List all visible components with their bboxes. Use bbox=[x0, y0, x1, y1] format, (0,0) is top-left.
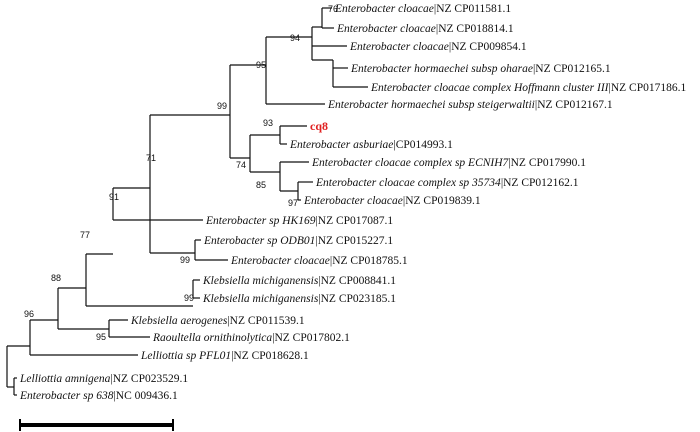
taxon-label: Enterobacter sp HK169|NZ CP017087.1 bbox=[205, 215, 393, 227]
taxon-label: Enterobacter cloacae complex sp ECNIH7|N… bbox=[311, 157, 586, 169]
bootstrap-value: 99 bbox=[184, 293, 194, 303]
tree-branches bbox=[6, 7, 368, 396]
bootstrap-value: 94 bbox=[290, 33, 300, 43]
bootstrap-value: 91 bbox=[109, 192, 119, 202]
query-sample-label: cq8 bbox=[310, 119, 328, 133]
bootstrap-value: 74 bbox=[236, 160, 246, 170]
taxon-label: Klebsiella michiganensis|NZ CP023185.1 bbox=[202, 293, 396, 305]
taxon-label: Lelliottia sp PFL01|NZ CP018628.1 bbox=[140, 350, 309, 362]
bootstrap-value: 95 bbox=[256, 60, 266, 70]
taxon-label: Raoultella ornithinolytica|NZ CP017802.1 bbox=[152, 332, 350, 344]
taxon-label: Enterobacter cloacae|NZ CP018785.1 bbox=[230, 255, 408, 267]
taxon-label: Enterobacter hormaechei subsp steigerwal… bbox=[327, 99, 613, 111]
taxon-label: Enterobacter sp ODB01|NZ CP015227.1 bbox=[203, 235, 393, 247]
taxon-label: Enterobacter hormaechei subsp oharae|NZ … bbox=[350, 63, 611, 75]
bootstrap-value: 76 bbox=[328, 4, 338, 14]
bootstrap-value: 96 bbox=[24, 309, 34, 319]
scale-bar bbox=[19, 419, 174, 431]
bootstrap-value: 88 bbox=[51, 273, 61, 283]
bootstrap-value: 77 bbox=[80, 230, 90, 240]
taxon-label: Enterobacter sp 638|NC 009436.1 bbox=[19, 390, 178, 402]
taxon-label: Klebsiella aerogenes|NZ CP011539.1 bbox=[130, 315, 305, 327]
taxon-label: Enterobacter cloacae|NZ CP011581.1 bbox=[334, 3, 511, 15]
taxon-label: Enterobacter cloacae|NZ CP018814.1 bbox=[336, 23, 514, 35]
bootstrap-value: 85 bbox=[256, 180, 266, 190]
bootstrap-value: 95 bbox=[96, 332, 106, 342]
taxon-label: Enterobacter asburiae|CP014993.1 bbox=[289, 139, 453, 151]
taxon-label: Lelliottia amnigena|NZ CP023529.1 bbox=[19, 373, 188, 385]
bootstrap-value: 93 bbox=[263, 118, 273, 128]
taxon-label: Enterobacter cloacae|NZ CP019839.1 bbox=[303, 195, 481, 207]
bootstrap-values: 76 94 95 99 93 74 85 97 71 99 91 99 77 9… bbox=[24, 4, 338, 342]
taxon-label: Enterobacter cloacae complex Hoffmann cl… bbox=[370, 82, 686, 94]
bootstrap-value: 99 bbox=[180, 255, 190, 265]
bootstrap-value: 97 bbox=[288, 198, 298, 208]
bootstrap-value: 71 bbox=[146, 153, 156, 163]
bootstrap-value: 99 bbox=[217, 101, 227, 111]
taxon-label: Enterobacter cloacae complex sp 35734|NZ… bbox=[315, 177, 579, 189]
taxon-label: Enterobacter cloacae|NZ CP009854.1 bbox=[349, 41, 527, 53]
leaf-labels: Enterobacter cloacae|NZ CP011581.1 Enter… bbox=[19, 3, 686, 402]
taxon-label: Klebsiella michiganensis|NZ CP008841.1 bbox=[202, 275, 396, 287]
